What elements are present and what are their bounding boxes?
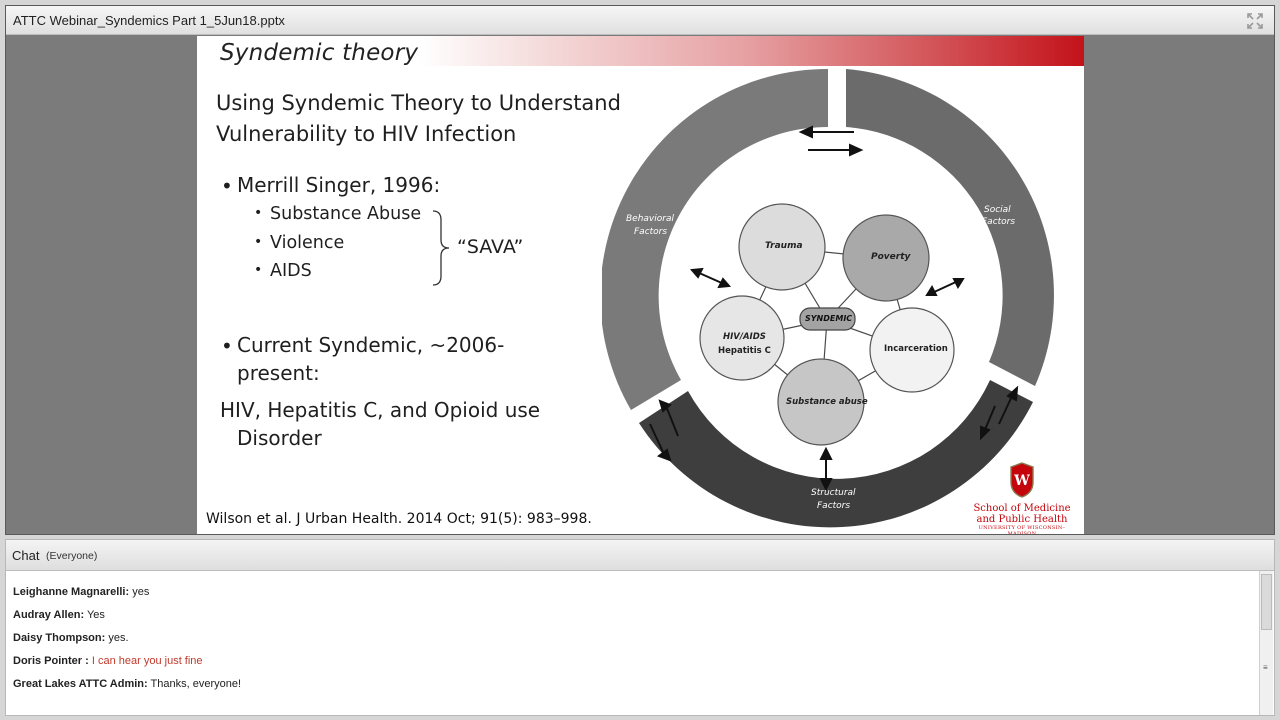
uw-logo: W School of Medicine and Public Health U… bbox=[973, 462, 1071, 534]
scroll-grip-icon: ≡ bbox=[1263, 663, 1268, 672]
diagram-labels: Behavioral Factors Social Factors Struct… bbox=[602, 66, 1072, 531]
slide: Syndemic theory Using Syndemic Theory to… bbox=[197, 36, 1084, 534]
chat-message: Daisy Thompson: yes. bbox=[13, 631, 1253, 654]
bullet-dot: • bbox=[221, 174, 233, 198]
chat-text: yes bbox=[132, 586, 150, 598]
citation: Wilson et al. J Urban Health. 2014 Oct; … bbox=[206, 511, 592, 527]
sub-bullet-aids: AIDS bbox=[270, 261, 312, 281]
chat-pod: Chat (Everyone) Leighanne Magnarelli: ye… bbox=[5, 539, 1275, 716]
label-social: Social bbox=[984, 205, 1011, 215]
chat-message: Great Lakes ATTC Admin: Thanks, everyone… bbox=[13, 677, 1253, 700]
uw-school-name-2: and Public Health bbox=[976, 514, 1068, 525]
presentation-stage: Syndemic theory Using Syndemic Theory to… bbox=[6, 35, 1274, 534]
chat-header: Chat (Everyone) bbox=[6, 540, 1274, 571]
node-poverty bbox=[842, 214, 930, 302]
label-hepatitis: Hepatitis C bbox=[718, 346, 771, 356]
syndemic-pill bbox=[799, 307, 856, 331]
bullet-dot: • bbox=[221, 334, 233, 358]
chat-sender: Doris Pointer : bbox=[13, 655, 89, 667]
chat-text: yes. bbox=[108, 632, 129, 644]
label-substance-abuse: Substance abuse bbox=[786, 397, 868, 407]
document-title: ATTC Webinar_Syndemics Part 1_5Jun18.ppt… bbox=[13, 13, 285, 28]
bullet-current-syndemic-cont: present: bbox=[237, 361, 320, 385]
sava-label: “SAVA” bbox=[457, 236, 524, 258]
bullet-singer: Merrill Singer, 1996: bbox=[237, 173, 441, 197]
node-substance bbox=[777, 358, 865, 446]
chat-scrollbar[interactable]: ≡ bbox=[1259, 571, 1273, 715]
ring-structural bbox=[639, 380, 1033, 528]
ring-social bbox=[846, 69, 1054, 386]
share-pod-titlebar: ATTC Webinar_Syndemics Part 1_5Jun18.ppt… bbox=[6, 6, 1274, 35]
sub-bullet-substance: Substance Abuse bbox=[270, 204, 422, 224]
label-structural: Structural bbox=[811, 488, 856, 498]
sub-bullet-violence: Violence bbox=[270, 233, 345, 253]
syndemic-diagram bbox=[602, 68, 1054, 528]
label-behavioral: Behavioral bbox=[626, 214, 674, 224]
label-syndemic: SYNDEMIC bbox=[805, 314, 853, 323]
chat-text: I can hear you just fine bbox=[91, 655, 203, 667]
chat-scope[interactable]: (Everyone) bbox=[46, 550, 98, 562]
label-incarceration: Incarceration bbox=[884, 344, 948, 354]
label-social-factors: Factors bbox=[982, 217, 1016, 227]
label-trauma: Trauma bbox=[765, 241, 803, 251]
sub-bullet-dot: • bbox=[254, 262, 263, 278]
node-incarceration bbox=[869, 307, 955, 393]
svg-text:W: W bbox=[1013, 473, 1030, 489]
uw-university: UNIVERSITY OF WISCONSIN–MADISON bbox=[978, 525, 1066, 534]
bullet-current-syndemic: Current Syndemic, ~2006- bbox=[237, 333, 505, 357]
chat-message: Doris Pointer : I can hear you just fine bbox=[13, 654, 1253, 677]
uw-crest-icon: W bbox=[1010, 462, 1034, 498]
chat-message: Leighanne Magnarelli: yes bbox=[13, 585, 1253, 608]
slide-title-bar: Syndemic theory bbox=[197, 36, 1084, 66]
curly-brace-icon bbox=[432, 210, 450, 286]
chat-message-list: Leighanne Magnarelli: yes Audray Allen: … bbox=[13, 585, 1253, 700]
chat-text: Yes bbox=[86, 609, 105, 621]
chat-title: Chat bbox=[12, 548, 40, 563]
node-hiv bbox=[699, 295, 785, 381]
slide-title: Syndemic theory bbox=[220, 40, 419, 66]
chat-sender: Leighanne Magnarelli: bbox=[13, 586, 130, 598]
share-pod: ATTC Webinar_Syndemics Part 1_5Jun18.ppt… bbox=[5, 5, 1275, 535]
chat-scrollbar-thumb[interactable] bbox=[1261, 574, 1272, 630]
slide-heading: Using Syndemic Theory to Understand Vuln… bbox=[216, 91, 621, 146]
ring-behavioral bbox=[602, 68, 828, 410]
sub-bullet-dot: • bbox=[254, 205, 263, 221]
chat-sender: Audray Allen: bbox=[13, 609, 85, 621]
label-behavioral-factors: Factors bbox=[634, 227, 668, 237]
uw-school-name: School of Medicine bbox=[973, 503, 1071, 514]
label-structural-factors: Factors bbox=[817, 501, 851, 511]
chat-text: Thanks, everyone! bbox=[150, 678, 242, 690]
node-trauma bbox=[738, 203, 826, 291]
label-poverty: Poverty bbox=[871, 252, 911, 262]
sub-bullet-dot: • bbox=[254, 234, 263, 250]
chat-sender: Great Lakes ATTC Admin: bbox=[13, 678, 148, 690]
chat-message: Audray Allen: Yes bbox=[13, 608, 1253, 631]
statement-line: HIV, Hepatitis C, and Opioid use bbox=[220, 398, 541, 422]
expand-arrows-icon[interactable] bbox=[1246, 12, 1264, 30]
statement-line-cont: Disorder bbox=[237, 426, 322, 450]
chat-sender: Daisy Thompson: bbox=[13, 632, 106, 644]
label-hiv: HIV/AIDS bbox=[723, 332, 766, 342]
